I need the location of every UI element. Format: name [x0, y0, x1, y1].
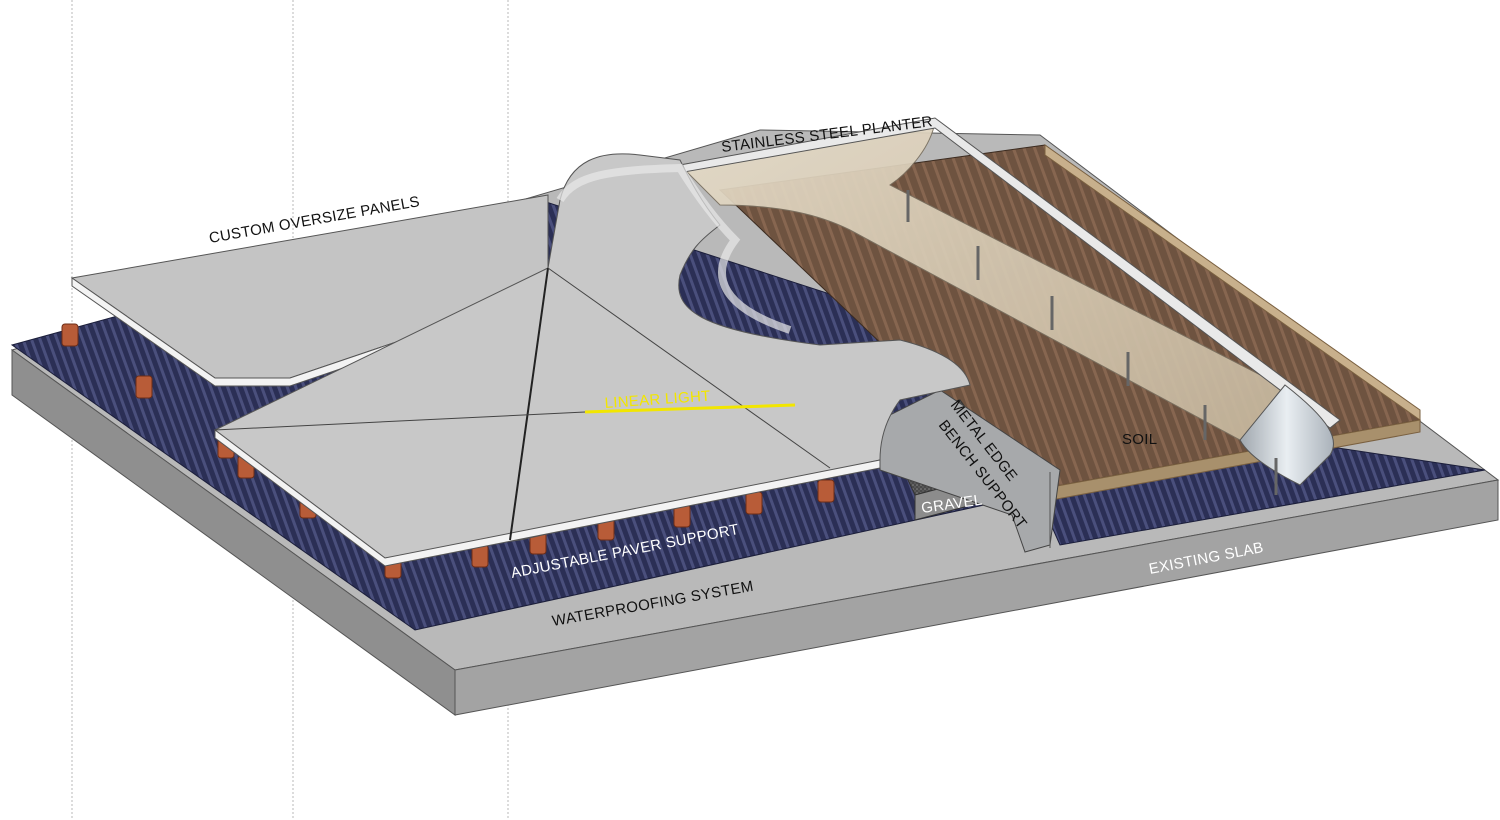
wave-highlight — [556, 163, 792, 334]
planter-posts — [906, 190, 1278, 495]
paver-panel-center-wave — [214, 153, 971, 559]
panel-joint — [547, 267, 831, 469]
paver-pedestal — [817, 479, 835, 503]
custom-oversize-panels — [70, 153, 971, 567]
label-soil: SOIL — [1122, 431, 1157, 448]
slab-side-right — [454, 479, 1499, 716]
paver-pedestal — [135, 375, 153, 399]
planter-curved-end — [1239, 384, 1334, 486]
paver-panel-center-edge — [214, 428, 881, 567]
linear-light-strip — [584, 403, 796, 414]
panel-joint — [509, 267, 549, 541]
panel-joint — [214, 411, 586, 431]
metal-edge-bench-support — [879, 389, 1061, 553]
paver-pedestal — [745, 491, 763, 515]
paver-pedestal — [61, 323, 79, 347]
